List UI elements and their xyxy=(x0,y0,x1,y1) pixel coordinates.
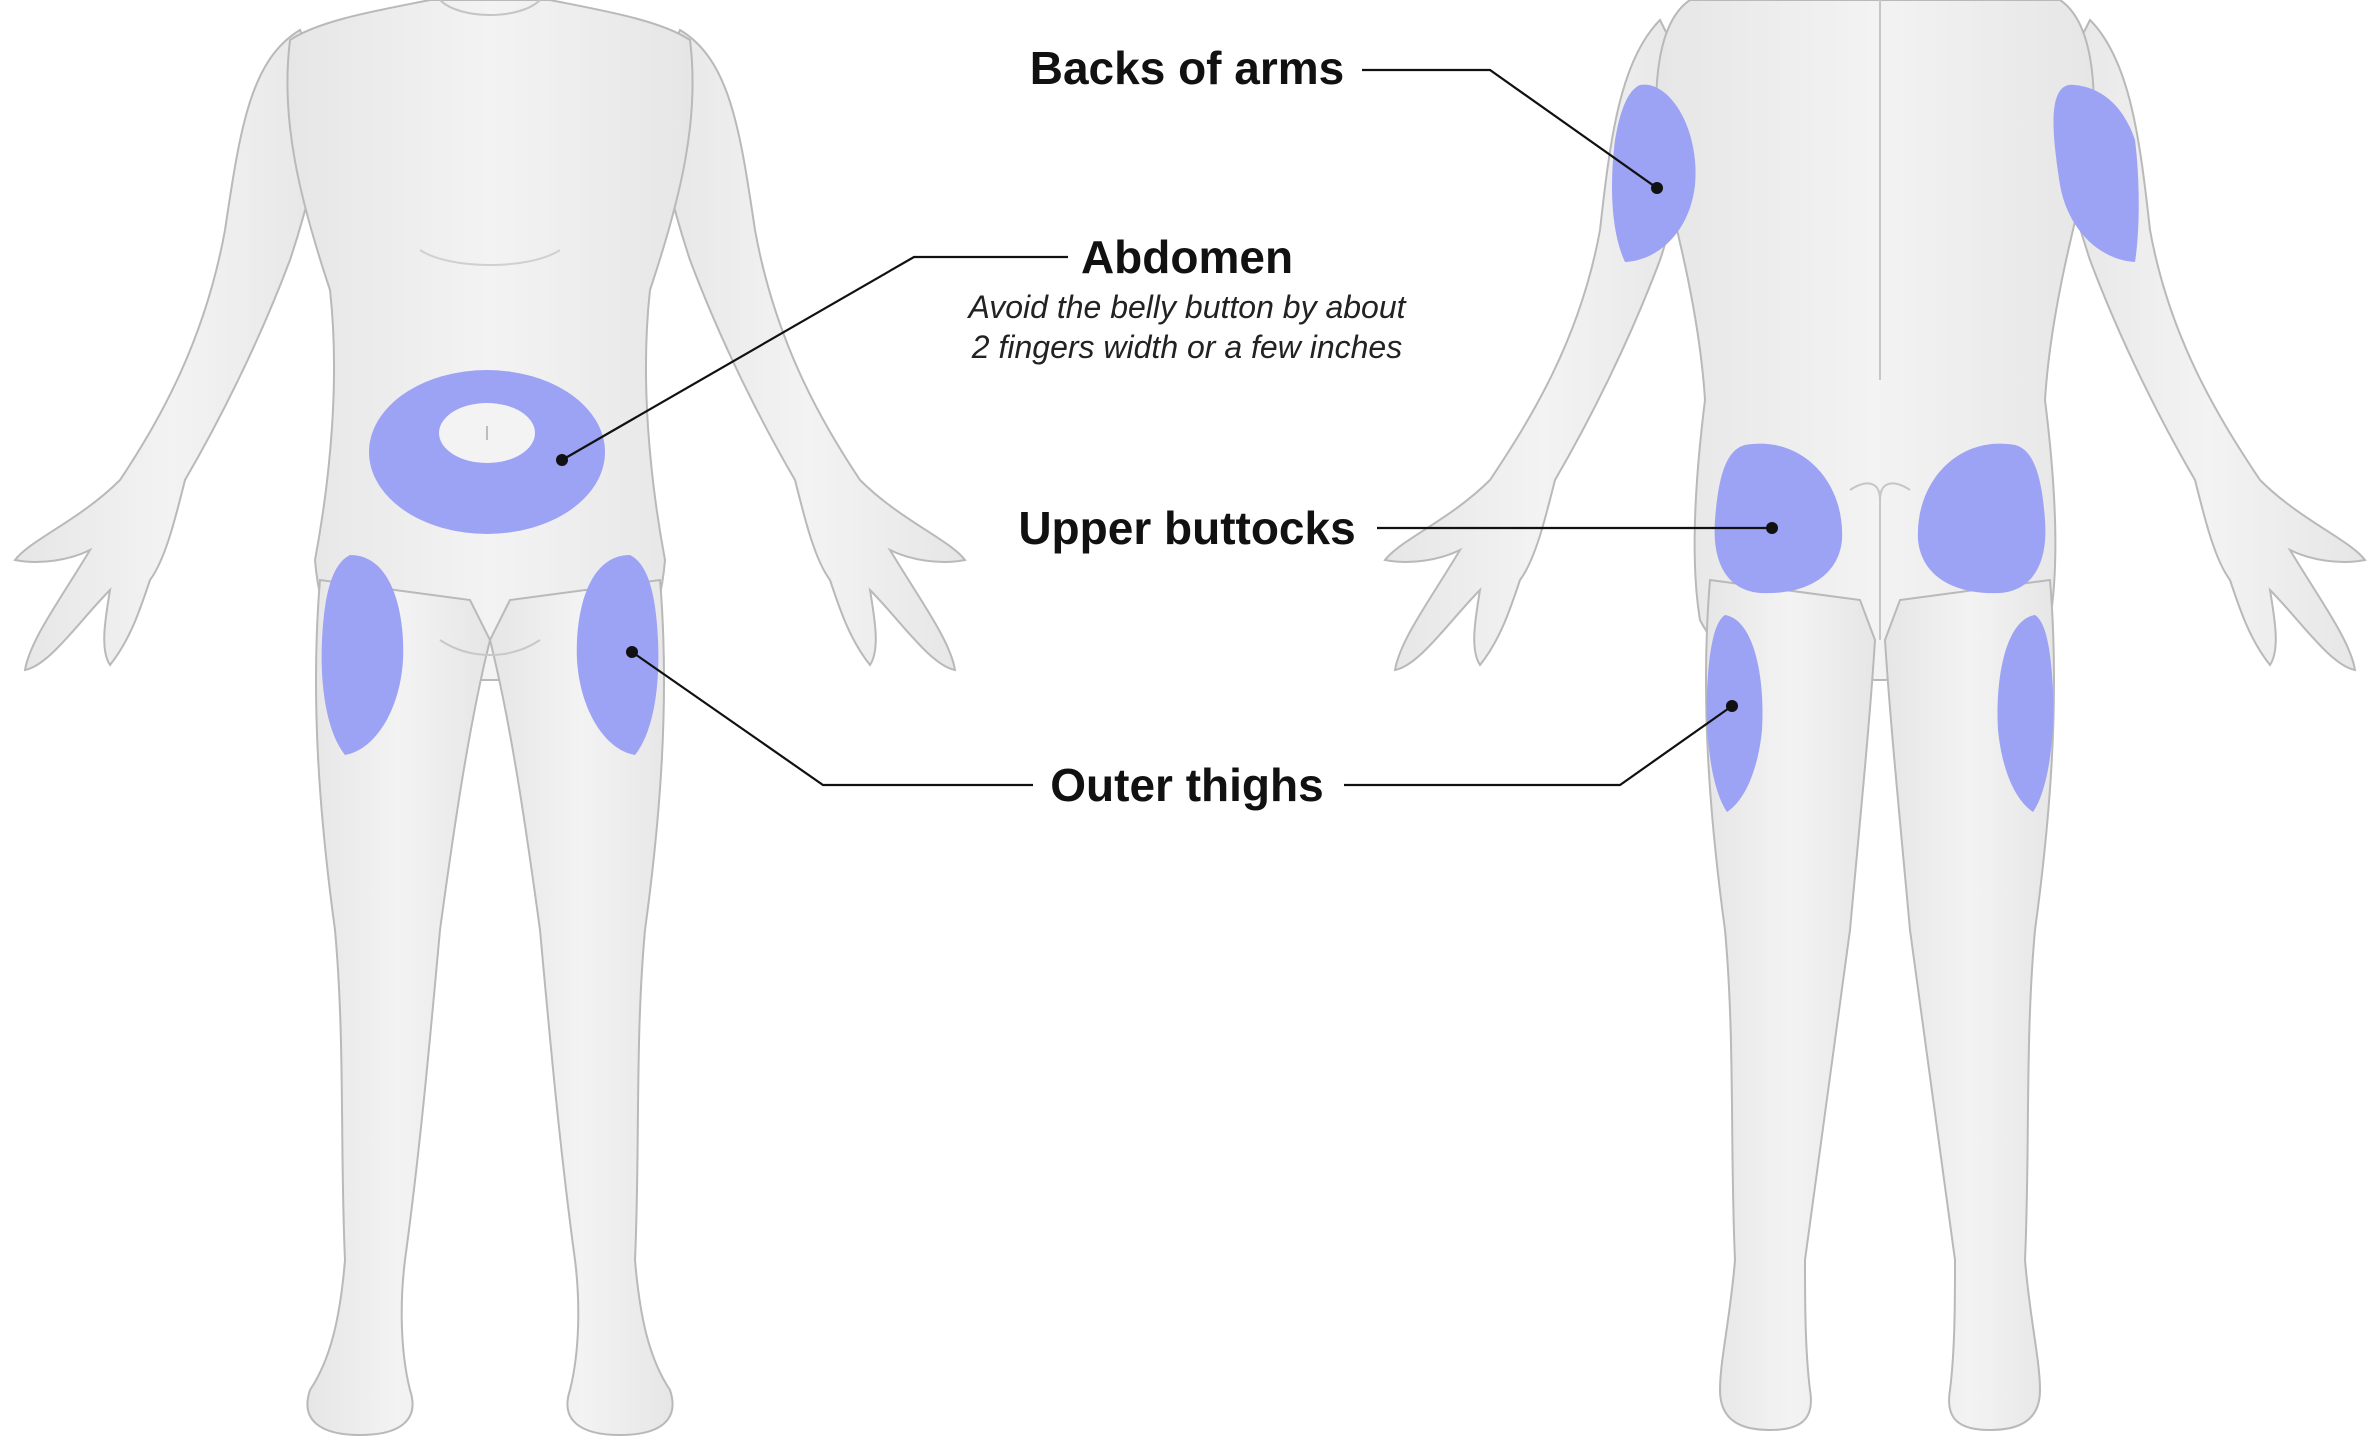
dot-front-thigh xyxy=(626,646,638,658)
label-backs-of-arms: Backs of arms xyxy=(1030,42,1345,94)
dot-buttocks xyxy=(1766,522,1778,534)
label-upper-buttocks: Upper buttocks xyxy=(1018,502,1355,554)
front-left-arm xyxy=(15,30,330,670)
front-body-figure xyxy=(15,0,965,1435)
label-abdomen: Abdomen xyxy=(1081,231,1293,283)
abdomen-note-line-1: Avoid the belly button by about xyxy=(966,289,1406,325)
abdomen-note-line-2: 2 fingers width or a few inches xyxy=(971,329,1402,365)
front-right-arm xyxy=(650,30,965,670)
dot-abdomen xyxy=(556,454,568,466)
back-body-figure xyxy=(1385,0,2365,1430)
dot-back-thigh xyxy=(1726,700,1738,712)
leader-outer-thighs-back xyxy=(1344,706,1732,785)
label-outer-thighs: Outer thighs xyxy=(1050,759,1323,811)
front-abdomen-zone xyxy=(369,370,605,534)
leader-outer-thighs-front xyxy=(632,652,1033,785)
dot-back-arm xyxy=(1651,182,1663,194)
